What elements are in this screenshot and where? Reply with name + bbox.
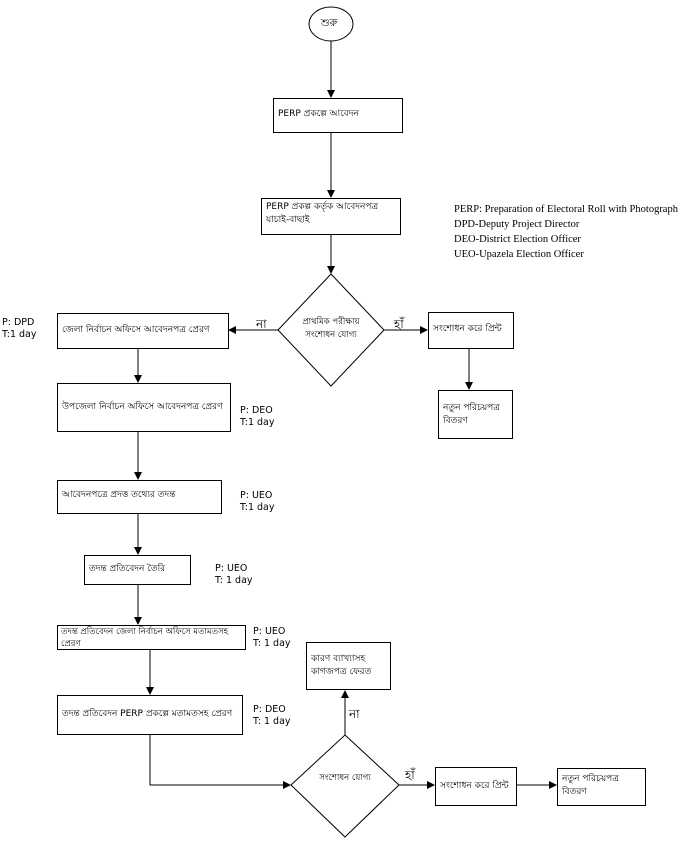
legend-ueo: UEO-Upazela Election Officer [454, 249, 584, 260]
note-deo-2-person: P: DEO [253, 704, 286, 715]
report-text: তদন্ত প্রতিবেদন তৈরি [89, 564, 166, 574]
new-card-1-line2: বিতরণ [443, 416, 468, 426]
legend-deo: DEO-District Election Officer [454, 234, 581, 245]
decision-diamond-1 [277, 273, 385, 387]
report-district-line2: প্রেরণ [61, 639, 81, 649]
note-ueo-1-time: T:1 day [240, 502, 275, 513]
decision-2-text: সংশোধন যোগ্য [305, 772, 385, 785]
investigate-box: আবেদনপত্রে প্রদত্ত তথ্যের তদন্ত [57, 480, 222, 514]
correct-print-box-2: সংশোধন করে প্রিন্ট [435, 767, 517, 806]
yes-label-1: হাঁ [394, 317, 404, 331]
note-ueo-1: P: UEO T:1 day [240, 490, 275, 514]
note-dpd-person: P: DPD [2, 317, 35, 328]
district-send-text: জেলা নির্বাচন অফিসে আবেদনপত্র প্রেরণ [62, 325, 210, 335]
note-deo-1: P: DEO T:1 day [240, 405, 275, 429]
new-card-2-line2: বিতরণ [562, 787, 587, 797]
new-card-box-2: নতুন পরিচয়পত্র বিতরণ [557, 768, 646, 806]
apply-text: PERP প্রকল্পে আবেদন [278, 109, 359, 119]
legend-dpd: DPD-Deputy Project Director [454, 219, 580, 230]
note-deo-1-person: P: DEO [240, 405, 273, 416]
report-district-line1: তদন্ত প্রতিবেদন জেলা নির্বাচন অফিসে মতাম… [61, 627, 229, 637]
abbreviation-legend: PERP: Preparation of Electoral Roll with… [454, 202, 678, 262]
correct-print-box-1: সংশোধন করে প্রিন্ট [428, 312, 514, 349]
verify-box: PERP প্রকল্প কর্তৃক আবেদনপত্র যাচাই-বাছা… [261, 198, 401, 235]
upazila-send-box: উপজেলা নির্বাচন অফিসে আবেদনপত্র প্রেরণ [57, 383, 231, 432]
report-perp-text: তদন্ত প্রতিবেদন PERP প্রকল্পে মতামতসহ প্… [62, 709, 233, 719]
verify-text-line1: PERP প্রকল্প কর্তৃক আবেদনপত্র [266, 202, 379, 212]
decision-diamond-2 [290, 734, 400, 838]
return-docs-box: কারণ ব্যাখ্যাসহ কাগজপত্র ফেরত [306, 642, 391, 690]
report-box: তদন্ত প্রতিবেদন তৈরি [84, 555, 191, 585]
apply-box: PERP প্রকল্পে আবেদন [273, 98, 403, 133]
correct-print-text-2: সংশোধন করে প্রিন্ট [440, 781, 509, 791]
report-district-box: তদন্ত প্রতিবেদন জেলা নির্বাচন অফিসে মতাম… [57, 625, 246, 650]
new-card-1-line1: নতুন পরিচয়পত্র [443, 403, 500, 413]
note-deo-1-time: T:1 day [240, 417, 275, 428]
note-ueo-3-time: T: 1 day [253, 638, 291, 649]
legend-perp: PERP: Preparation of Electoral Roll with… [454, 204, 678, 215]
no-label-1: না [256, 317, 267, 331]
verify-text-line2: যাচাই-বাছাই [266, 215, 310, 225]
note-dpd-time: T:1 day [2, 329, 37, 340]
investigate-text: আবেদনপত্রে প্রদত্ত তথ্যের তদন্ত [62, 490, 176, 500]
new-card-box-1: নতুন পরিচয়পত্র বিতরণ [438, 390, 513, 439]
note-ueo-2-person: P: UEO [215, 563, 248, 574]
decision-1-line1: প্রাথমিক পরীক্ষায় [302, 317, 360, 327]
yes-label-2: হাঁ [405, 768, 415, 782]
note-deo-2-time: T: 1 day [253, 716, 291, 727]
return-docs-line1: কারণ ব্যাখ্যাসহ [311, 654, 366, 664]
no-label-2: না [349, 707, 360, 721]
start-label: শুরু [321, 18, 338, 29]
note-ueo-3-person: P: UEO [253, 626, 286, 637]
connectors [134, 41, 557, 789]
note-ueo-2-time: T: 1 day [215, 575, 253, 586]
note-dpd: P: DPD T:1 day [2, 317, 37, 341]
note-ueo-2: P: UEO T: 1 day [215, 563, 253, 587]
return-docs-line2: কাগজপত্র ফেরত [311, 667, 372, 677]
district-send-box: জেলা নির্বাচন অফিসে আবেদনপত্র প্রেরণ [57, 313, 229, 349]
decision-2-line1: সংশোধন যোগ্য [319, 773, 371, 783]
upazila-send-text: উপজেলা নির্বাচন অফিসে আবেদনপত্র প্রেরণ [62, 402, 223, 412]
decision-1-text: প্রাথমিক পরীক্ষায় সংশোধন যোগ্য [291, 316, 371, 342]
correct-print-text-1: সংশোধন করে প্রিন্ট [433, 324, 502, 334]
note-deo-2: P: DEO T: 1 day [253, 704, 291, 728]
report-perp-box: তদন্ত প্রতিবেদন PERP প্রকল্পে মতামতসহ প্… [57, 695, 243, 735]
note-ueo-3: P: UEO T: 1 day [253, 626, 291, 650]
new-card-2-line1: নতুন পরিচয়পত্র [562, 774, 619, 784]
note-ueo-1-person: P: UEO [240, 490, 273, 501]
connector [149, 735, 291, 789]
decision-1-line2: সংশোধন যোগ্য [305, 330, 357, 340]
